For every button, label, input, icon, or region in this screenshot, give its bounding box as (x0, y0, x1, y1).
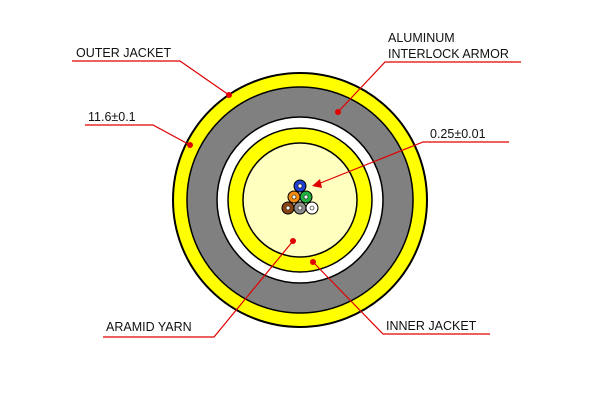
aramid-yarn-label: ARAMID YARN (106, 320, 192, 334)
fiber-diameter-leader (317, 141, 509, 185)
fiber-bundle (281, 179, 319, 215)
fiber-slate-core (297, 205, 303, 211)
armor-label-line2: INTERLOCK ARMOR (388, 47, 509, 61)
outer-jacket-leader-dot (226, 92, 232, 98)
outer-diameter-leader (85, 124, 191, 146)
armor-leader (337, 61, 521, 113)
aramid-yarn-leader-dot (290, 238, 296, 244)
fiber-green-core (303, 194, 309, 200)
outer-jacket-leader (72, 60, 230, 96)
inner-jacket-leader-dot (310, 259, 316, 265)
inner-jacket-label: INNER JACKET (386, 319, 477, 333)
aramid-yarn-core (242, 142, 358, 258)
outer-jacket-label: OUTER JACKET (76, 46, 172, 60)
fiber-white-core (309, 205, 315, 211)
armor-leader-dot (335, 109, 341, 115)
inner-jacket-leader (312, 261, 490, 335)
armor-label-line1: ALUMINUM (388, 31, 455, 45)
fiber-brown-core (285, 205, 291, 211)
outer-diameter-label: 11.6±0.1 (88, 110, 136, 124)
fiber-diameter-arrowhead (312, 179, 322, 188)
outer-diameter-leader-dot (187, 142, 193, 148)
aramid-yarn-leader (103, 240, 294, 338)
fiber-blue-core (297, 183, 303, 189)
fiber-diameter-label: 0.25±0.01 (430, 127, 486, 141)
fiber-orange-core (291, 194, 297, 200)
